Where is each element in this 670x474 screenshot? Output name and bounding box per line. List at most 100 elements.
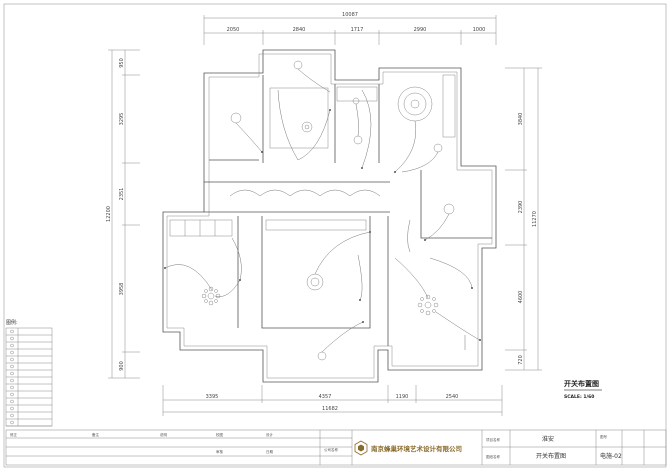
legend-symbol-icon — [10, 392, 14, 397]
switch-icon — [329, 109, 331, 111]
partition — [261, 216, 371, 329]
legend-symbol-icon — [10, 357, 14, 362]
tb-cell-desc: 说明 — [160, 432, 167, 437]
dim-left-2: 3295 — [119, 113, 125, 126]
light-icon — [353, 135, 363, 145]
legend-symbol-icon — [10, 399, 14, 404]
switch-icon — [369, 231, 371, 233]
dim-top-3: 1717 — [351, 27, 364, 33]
switch-icon — [424, 239, 426, 241]
inner-wall-line — [166, 53, 493, 379]
dim-left-total: 12200 — [106, 206, 112, 222]
legend-title: 图例: — [6, 319, 18, 326]
light-icon — [433, 143, 443, 153]
company-logo — [354, 440, 368, 456]
legend-symbol-icon — [10, 420, 14, 425]
dim-top-1: 2050 — [227, 27, 240, 33]
top-dimensions: 10087 2050 2840 1717 2990 1000 — [203, 12, 497, 45]
dim-bottom-total: 11682 — [322, 406, 338, 412]
switch-marks — [164, 109, 481, 341]
switch-icon — [239, 279, 241, 281]
ceiling-lights — [230, 60, 455, 361]
legend-symbol-icon — [10, 329, 14, 334]
legend-symbol-icon — [10, 371, 14, 376]
light-icon — [301, 121, 313, 133]
switch-wiring — [164, 68, 481, 353]
outer-wall — [162, 49, 497, 383]
project-value: 淮安 — [542, 435, 554, 443]
drawing-name-value: 开关布置图 — [536, 452, 566, 460]
switch-icon — [261, 151, 263, 153]
dim-top-2: 2840 — [293, 27, 306, 33]
chandelier-icon — [201, 286, 221, 306]
tb-cell-design: 设计 — [266, 432, 274, 437]
light-icon — [293, 60, 303, 70]
dim-right-3: 4600 — [518, 291, 524, 304]
title-block: 修正 备注 说明 校图 设计 审核 日期 公司名称 南京蜂巢环境艺术设计有限公司… — [5, 429, 667, 466]
drawing-title-block: 开关布置图 SCALE: 1/60 — [564, 379, 602, 400]
tb-cell-check: 校图 — [216, 432, 223, 437]
vanity — [336, 86, 378, 102]
dim-left-3: 2351 — [119, 188, 125, 201]
light-icon — [443, 203, 455, 215]
dim-right-2: 2390 — [518, 201, 524, 214]
drawing-scale: SCALE: 1/60 — [564, 394, 594, 400]
legend: 图例: — [5, 319, 53, 427]
light-icon — [317, 351, 327, 361]
switch-icon — [359, 299, 361, 301]
tb-cell-review: 审核 — [216, 449, 223, 454]
dim-left-1: 950 — [119, 58, 125, 68]
legend-symbol-icon — [10, 364, 14, 369]
legend-symbol-icon — [10, 385, 14, 390]
legend-symbol-icon — [10, 378, 14, 383]
legend-rows — [6, 329, 52, 427]
dim-top-5: 1000 — [473, 27, 486, 33]
closet — [442, 74, 456, 138]
tb-cell-company-name: 公司名称 — [324, 447, 338, 452]
switch-icon — [361, 167, 363, 169]
tb-cell-remark: 备注 — [92, 432, 99, 437]
legend-symbol-icon — [10, 413, 14, 418]
drawing-name-label: 图纸名称 — [486, 454, 500, 459]
legend-symbol-icon — [10, 336, 14, 341]
drawing-number-value: 电施-02 — [600, 452, 622, 460]
light-icon — [230, 112, 242, 124]
dim-bottom-2: 4357 — [319, 394, 332, 400]
left-dimensions: 12200 950 3295 2351 3958 900 — [106, 49, 140, 379]
chandelier-icon — [417, 294, 439, 316]
floor-plan — [162, 49, 497, 383]
round-ceiling-light-icon — [397, 86, 433, 122]
switch-icon — [164, 267, 166, 269]
dim-right-4: 720 — [518, 355, 524, 365]
switch-icon — [479, 339, 481, 341]
dim-left-4: 3958 — [119, 283, 125, 296]
drawing-number-label: 图号 — [600, 434, 608, 439]
project-label: 项目名称 — [486, 437, 500, 442]
legend-symbol-icon — [10, 350, 14, 355]
legend-symbol-icon — [10, 343, 14, 348]
switch-icon — [362, 321, 364, 323]
dim-right-1: 3840 — [518, 113, 524, 126]
wardrobe — [169, 219, 233, 237]
dim-right-total: 11270 — [532, 211, 538, 227]
bottom-dimensions: 3395 4357 1190 2540 11682 — [162, 385, 503, 416]
partition — [420, 170, 492, 239]
tb-cell-date: 日期 — [266, 449, 274, 454]
legend-symbol-icon — [10, 406, 14, 411]
dim-left-5: 900 — [119, 361, 125, 371]
tb-cell-revise: 修正 — [10, 432, 17, 437]
drawing-title: 开关布置图 — [564, 379, 599, 388]
right-dimensions: 3840 2390 4600 720 11270 — [505, 67, 542, 371]
dim-bottom-3: 1190 — [396, 394, 409, 400]
dim-bottom-4: 2540 — [446, 394, 459, 400]
sheet-border — [3, 3, 667, 468]
switch-icon — [394, 171, 396, 173]
corridor-lighting-run — [229, 189, 381, 197]
company-name: 南京蜂巢环境艺术设计有限公司 — [371, 444, 462, 453]
dim-top-4: 2990 — [414, 27, 427, 33]
switch-icon — [471, 287, 473, 289]
cabinet — [265, 219, 367, 231]
title-block-frame — [5, 429, 667, 466]
round-ceiling-light-icon — [306, 273, 324, 291]
